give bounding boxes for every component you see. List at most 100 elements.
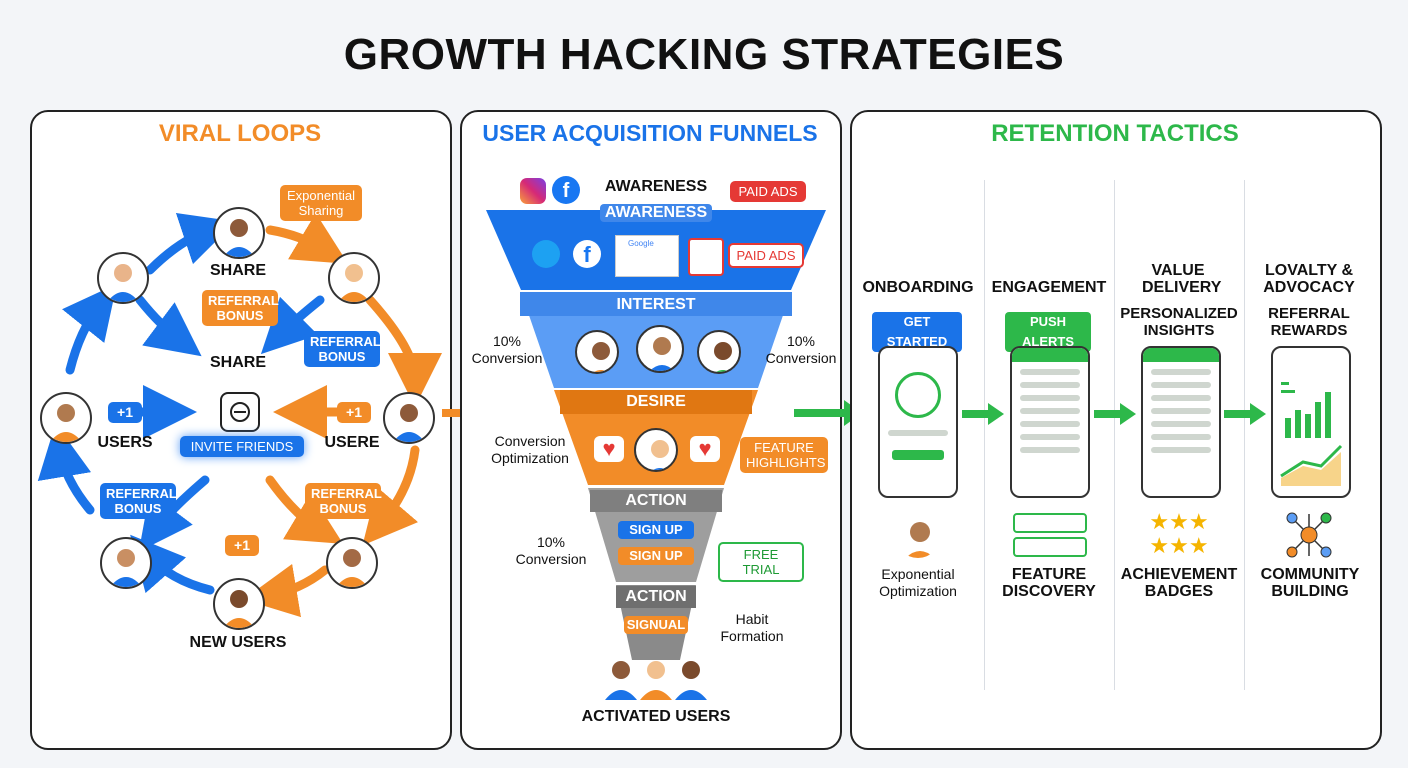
paid-ads-tag-top: PAID ADS (730, 181, 806, 202)
awareness-top-label: AWARENESS (604, 178, 708, 195)
personalized-insights-label: PERSONALIZED INSIGHTS (1120, 305, 1238, 339)
referral-bonus-tag-2: REFERRAL BONUS (304, 331, 381, 367)
invite-friends-button[interactable]: INVITE FRIENDS (180, 436, 304, 457)
funnel-action2-band (616, 586, 696, 608)
conversion-right-label: 10% Conversion (765, 333, 837, 366)
person-bottom (213, 578, 265, 630)
interest-person-1 (575, 330, 619, 374)
plus-one-bottom: +1 (225, 535, 259, 556)
value-phone-row (1151, 395, 1211, 401)
value-delivery-heading: VALUE DELIVERY (1142, 262, 1222, 296)
referral-bonus-tag-1: REFERRAL BONUS (202, 290, 279, 326)
push-alerts-button[interactable]: PUSH ALERTS (1005, 312, 1091, 352)
engagement-phone (1010, 346, 1090, 498)
funnel-action1-band (590, 490, 722, 512)
shop-icon (688, 238, 724, 276)
loyalty-caption: COMMUNITY BUILDING (1260, 566, 1360, 600)
onboarding-phone-line (888, 430, 948, 436)
conversion-optimization-label: Conversion Optimization (491, 433, 569, 466)
onboarding-phone-avatar (895, 372, 941, 418)
paid-ads-tag-band: PAID ADS (728, 243, 804, 268)
person-lower-left (100, 537, 152, 589)
action1-label: ACTION (625, 492, 687, 509)
share-mid-label: SHARE (209, 354, 266, 371)
onboarding-phone (878, 346, 958, 498)
instagram-icon (520, 178, 546, 204)
activated-users-group-icon (597, 656, 715, 700)
facebook-icon-2: f (573, 240, 601, 268)
conversion-action-label: 10% Conversion (515, 534, 587, 567)
feature-highlights-tag: FEATURE HIGHLIGHTS (740, 437, 828, 473)
person-top (213, 207, 265, 259)
plus-one-left: +1 (108, 402, 142, 423)
desire-label: DESIRE (626, 393, 686, 410)
interest-label: INTEREST (616, 296, 696, 313)
growth-chart-icon (1280, 382, 1343, 486)
conversion-left-label: 10% Conversion (471, 333, 543, 366)
engagement-phone-row (1020, 447, 1080, 453)
sign-up-button-2[interactable]: SIGN UP (618, 547, 694, 565)
engagement-heading: ENGAGEMENT (991, 279, 1107, 296)
loyalty-phone (1271, 346, 1351, 498)
divider-2 (1114, 180, 1115, 690)
value-phone-row (1151, 408, 1211, 414)
new-users-label: NEW USERS (189, 634, 287, 651)
search-ad-icon: Google (615, 235, 679, 277)
signual-button[interactable]: SIGNUAL (624, 616, 688, 634)
habit-formation-label: Habit Formation (720, 611, 784, 644)
arrow-col2-col3 (1094, 403, 1136, 425)
interest-person-2 (697, 330, 741, 374)
value-phone-row (1151, 421, 1211, 427)
feature-card-1 (1013, 513, 1087, 533)
engagement-phone-row (1020, 434, 1080, 440)
value-phone-row (1151, 434, 1211, 440)
person-upper-left (97, 252, 149, 304)
search-ad-logo: Google (628, 239, 654, 248)
onboarding-caption: Exponential Optimization (879, 566, 957, 599)
users-left-label: USERS (97, 434, 153, 451)
users-right-label: USERE (324, 434, 380, 451)
value-phone (1141, 346, 1221, 498)
feature-card-2 (1013, 537, 1087, 557)
lock-icon (220, 392, 260, 432)
referral-rewards-label: REFERRAL REWARDS (1268, 305, 1350, 339)
community-network-icon (1284, 510, 1334, 560)
onboarding-phone-button (892, 450, 944, 460)
funnel-interest-band (520, 292, 792, 316)
loyalty-heading: LOVALTY & ADVOCACY (1263, 262, 1355, 296)
value-caption: ACHIEVEMENT BADGES (1120, 566, 1238, 600)
magnifier-person-icon (636, 325, 684, 373)
referral-bonus-tag-4: REFERRAL BONUS (305, 483, 382, 519)
value-phone-row (1151, 382, 1211, 388)
value-phone-header (1143, 348, 1219, 362)
twitter-icon (532, 240, 560, 268)
person-upper-right (328, 252, 380, 304)
engagement-phone-header (1012, 348, 1088, 362)
person-lower-right (326, 537, 378, 589)
plus-one-right: +1 (337, 402, 371, 423)
get-started-button[interactable]: GET STARTED (872, 312, 962, 352)
share-top-label: SHARE (209, 262, 266, 279)
action2-label: ACTION (625, 588, 687, 605)
engagement-caption: FEATURE DISCOVERY (1002, 566, 1096, 600)
referral-bonus-tag-3: REFERRAL BONUS (100, 483, 177, 519)
value-phone-row (1151, 447, 1211, 453)
engagement-phone-row (1020, 369, 1080, 375)
value-phone-row (1151, 369, 1211, 375)
funnel-title: USER ACQUISITION FUNNELS (482, 120, 818, 146)
engagement-phone-row (1020, 408, 1080, 414)
free-trial-tag: FREE TRIAL (718, 542, 804, 582)
retention-title: RETENTION TACTICS (991, 120, 1239, 147)
person-right (383, 392, 435, 444)
person-left (40, 392, 92, 444)
heart-icon-left: ♥ (594, 436, 624, 462)
arrow-col1-col2 (962, 403, 1004, 425)
page-title: GROWTH HACKING STRATEGIES (343, 30, 1065, 79)
heart-icon-right: ♥ (690, 436, 720, 462)
viral-loops-title: VIRAL LOOPS (158, 120, 322, 147)
activated-users-label: ACTIVATED USERS (581, 708, 731, 725)
sign-up-button-1[interactable]: SIGN UP (618, 521, 694, 539)
funnel-desire-band (560, 390, 752, 414)
awareness-band-label: AWARENESS (600, 204, 712, 222)
exponential-sharing-tag: Exponential Sharing (280, 185, 362, 221)
